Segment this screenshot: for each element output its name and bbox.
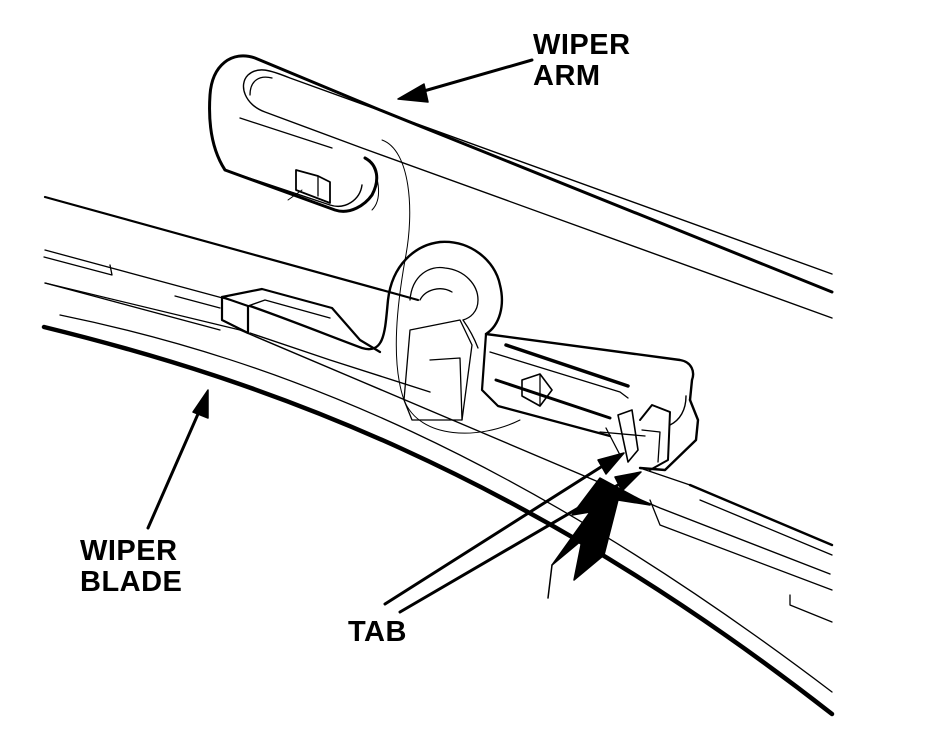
wiper-blade-label-line1: WIPER [80,535,178,567]
push-direction-arrow-icon [547,477,651,599]
wiper-arm-label-line1: WIPER [533,29,631,61]
wiper-blade-body [41,195,835,717]
wiper-blade-label-line2: BLADE [80,566,183,598]
blade-adapter [220,240,700,472]
wiper-arm-body [208,54,834,434]
callout-arrow-icon [146,389,209,530]
callout-arrow-icon [397,58,534,103]
wiper-blade-label: WIPER BLADE [80,536,182,598]
wiper-arm-label-line2: ARM [533,60,601,92]
wiper-arm-label: WIPER ARM [533,30,631,92]
tab-label: TAB [348,616,407,648]
